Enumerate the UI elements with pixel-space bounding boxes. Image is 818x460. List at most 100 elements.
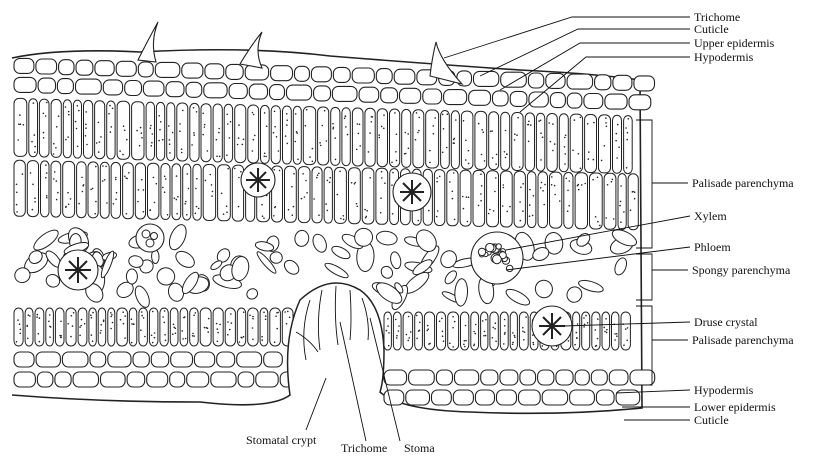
palisade-cell (183, 164, 191, 220)
epidermis-cell (187, 372, 209, 387)
palisade-cell (413, 110, 424, 168)
epidermis-cell (333, 67, 350, 82)
palisade-cell (180, 308, 188, 346)
palisade-cell (35, 308, 44, 346)
epidermis-cell (95, 61, 114, 76)
epidermis-cell (264, 352, 283, 367)
epidermis-cell (567, 74, 593, 89)
epidermis-cell (556, 370, 573, 385)
palisade-cell (402, 109, 411, 167)
palisade-cell (618, 174, 626, 230)
spongy-cell (375, 230, 398, 246)
palisade-cell (213, 308, 223, 346)
palisade-cell (441, 111, 450, 169)
palisade-cell (510, 312, 517, 350)
palisade-cell (602, 312, 610, 350)
palisade-cell (512, 113, 523, 171)
epidermis-cell (629, 95, 651, 110)
epidermis-cell (493, 91, 509, 106)
epidermis-cell (406, 390, 430, 405)
palisade-cell (148, 163, 159, 219)
epidermis-cell (151, 352, 168, 367)
druse-crystal (58, 250, 98, 290)
palisade-cell (25, 308, 33, 346)
epidermis-cell (400, 88, 421, 103)
spongy-cell (613, 256, 629, 276)
xylem-cell (493, 255, 502, 264)
epidermis-cell (133, 352, 149, 367)
spongy-cell (132, 284, 152, 310)
palisade-cell (63, 161, 75, 217)
epidermis-cell (76, 60, 93, 75)
label-spongy-parenchyma: Spongy parenchyma (692, 263, 791, 277)
label-hypodermis-bottom: Hypodermis (694, 383, 754, 397)
palisade-cell (224, 104, 232, 162)
palisade-cell (303, 107, 315, 165)
palisade-cell (612, 312, 619, 350)
epidermis-cell (76, 79, 102, 94)
palisade-cell (100, 162, 109, 218)
palisade-cell (582, 312, 590, 350)
palisade-cell (139, 308, 148, 346)
palisade-cell (111, 162, 120, 218)
xylem-cell (507, 265, 513, 271)
epidermis-cell (237, 352, 262, 367)
epidermis-cell (501, 72, 527, 87)
palisade-cell (160, 308, 168, 346)
palisade-cell (390, 109, 400, 167)
palisade-cell (66, 308, 76, 346)
palisade-cell (592, 312, 600, 350)
epidermis-cell (359, 87, 379, 102)
epidermis-cell (432, 390, 452, 405)
spongy-cell (294, 230, 310, 248)
palisade-cell (27, 161, 38, 217)
epidermis-cell (475, 390, 494, 405)
label-lower-epidermis: Lower epidermis (694, 400, 776, 414)
spongy-cell (379, 264, 395, 280)
palisade-cell (248, 308, 258, 346)
palisade-cell (501, 112, 510, 170)
epidermis-cell (453, 390, 473, 405)
palisade-cell (73, 100, 81, 158)
epidermis-cell (567, 93, 582, 108)
epidermis-cell (271, 66, 293, 81)
upper-palisade-cells (14, 98, 638, 229)
epidermis-cell (596, 390, 614, 405)
label-stomatal-crypt: Stomatal crypt (246, 433, 317, 447)
palisade-cell (473, 170, 485, 226)
epidermis-cell (73, 372, 98, 387)
palisade-cell (621, 312, 630, 350)
palisade-cell (376, 168, 388, 224)
epidermis-cell (55, 372, 71, 387)
vascular-bundle-small (136, 224, 164, 252)
palisade-cell (434, 170, 444, 226)
palisade-cell (489, 112, 499, 170)
epidermis-cell (332, 86, 357, 101)
palisade-cell (193, 164, 201, 220)
spongy-cell (173, 248, 197, 271)
palisade-cell (270, 308, 281, 346)
label-cuticle-top: Cuticle (694, 22, 729, 36)
epidermis-cell (630, 370, 655, 385)
palisade-cell (298, 167, 310, 223)
epidermis-cell (520, 370, 536, 385)
palisade-cell (604, 173, 616, 229)
spongy-cell (310, 232, 329, 254)
palisade-cell (203, 165, 215, 221)
label-hypodermis-top: Hypodermis (694, 50, 754, 64)
palisade-cell (218, 165, 231, 221)
epidermis-cell (546, 73, 565, 88)
spongy-cell (389, 251, 402, 270)
palisade-cell (172, 164, 181, 220)
epidermis-cell (249, 84, 267, 99)
epidermis-cell (143, 81, 164, 96)
palisade-cell (547, 114, 558, 172)
epidermis-cell (595, 75, 611, 90)
palisade-cell (235, 105, 246, 163)
epidermis-cell (171, 352, 193, 367)
palisade-cell (437, 312, 446, 350)
palisade-cell (490, 312, 498, 350)
epidermis-cell (575, 370, 589, 385)
palisade-cell (29, 99, 38, 157)
vascular-bundle (471, 232, 523, 284)
